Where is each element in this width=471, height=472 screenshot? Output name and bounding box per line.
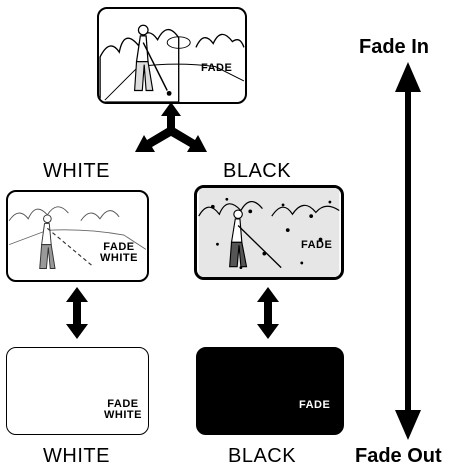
three-way-arrow — [125, 98, 217, 160]
fade-direction-arrow — [394, 62, 422, 440]
white-text: WHITE — [100, 253, 138, 264]
white-text: WHITE — [104, 410, 142, 421]
bottom-label-black: BLACK — [228, 445, 296, 468]
bottom-white-fade-label: FADE WHITE — [104, 399, 142, 421]
fade-in-label: Fade In — [359, 36, 429, 59]
fade-out-label: Fade Out — [355, 445, 442, 468]
bottom-black-fade-label: FADE — [299, 400, 330, 411]
branch-label-white: WHITE — [43, 160, 110, 183]
middle-white-fade-label: FADE WHITE — [100, 242, 138, 264]
bottom-white-panel: FADE WHITE — [6, 347, 149, 435]
branch-label-black: BLACK — [223, 160, 291, 183]
bottom-label-white: WHITE — [43, 445, 110, 468]
middle-black-fade-label: FADE — [301, 240, 332, 251]
golfer-scene-illustration — [99, 9, 245, 102]
middle-black-fade-panel: FADE — [194, 185, 344, 280]
faded-white-golfer-illustration — [8, 192, 147, 280]
double-arrow-right — [256, 287, 280, 339]
top-scene-panel: FADE — [97, 7, 247, 104]
faded-black-golfer-illustration — [197, 188, 341, 277]
double-arrow-left — [65, 287, 89, 339]
middle-white-fade-panel: FADE WHITE — [6, 190, 149, 282]
bottom-black-panel: FADE — [196, 347, 344, 435]
top-fade-label: FADE — [201, 63, 232, 74]
